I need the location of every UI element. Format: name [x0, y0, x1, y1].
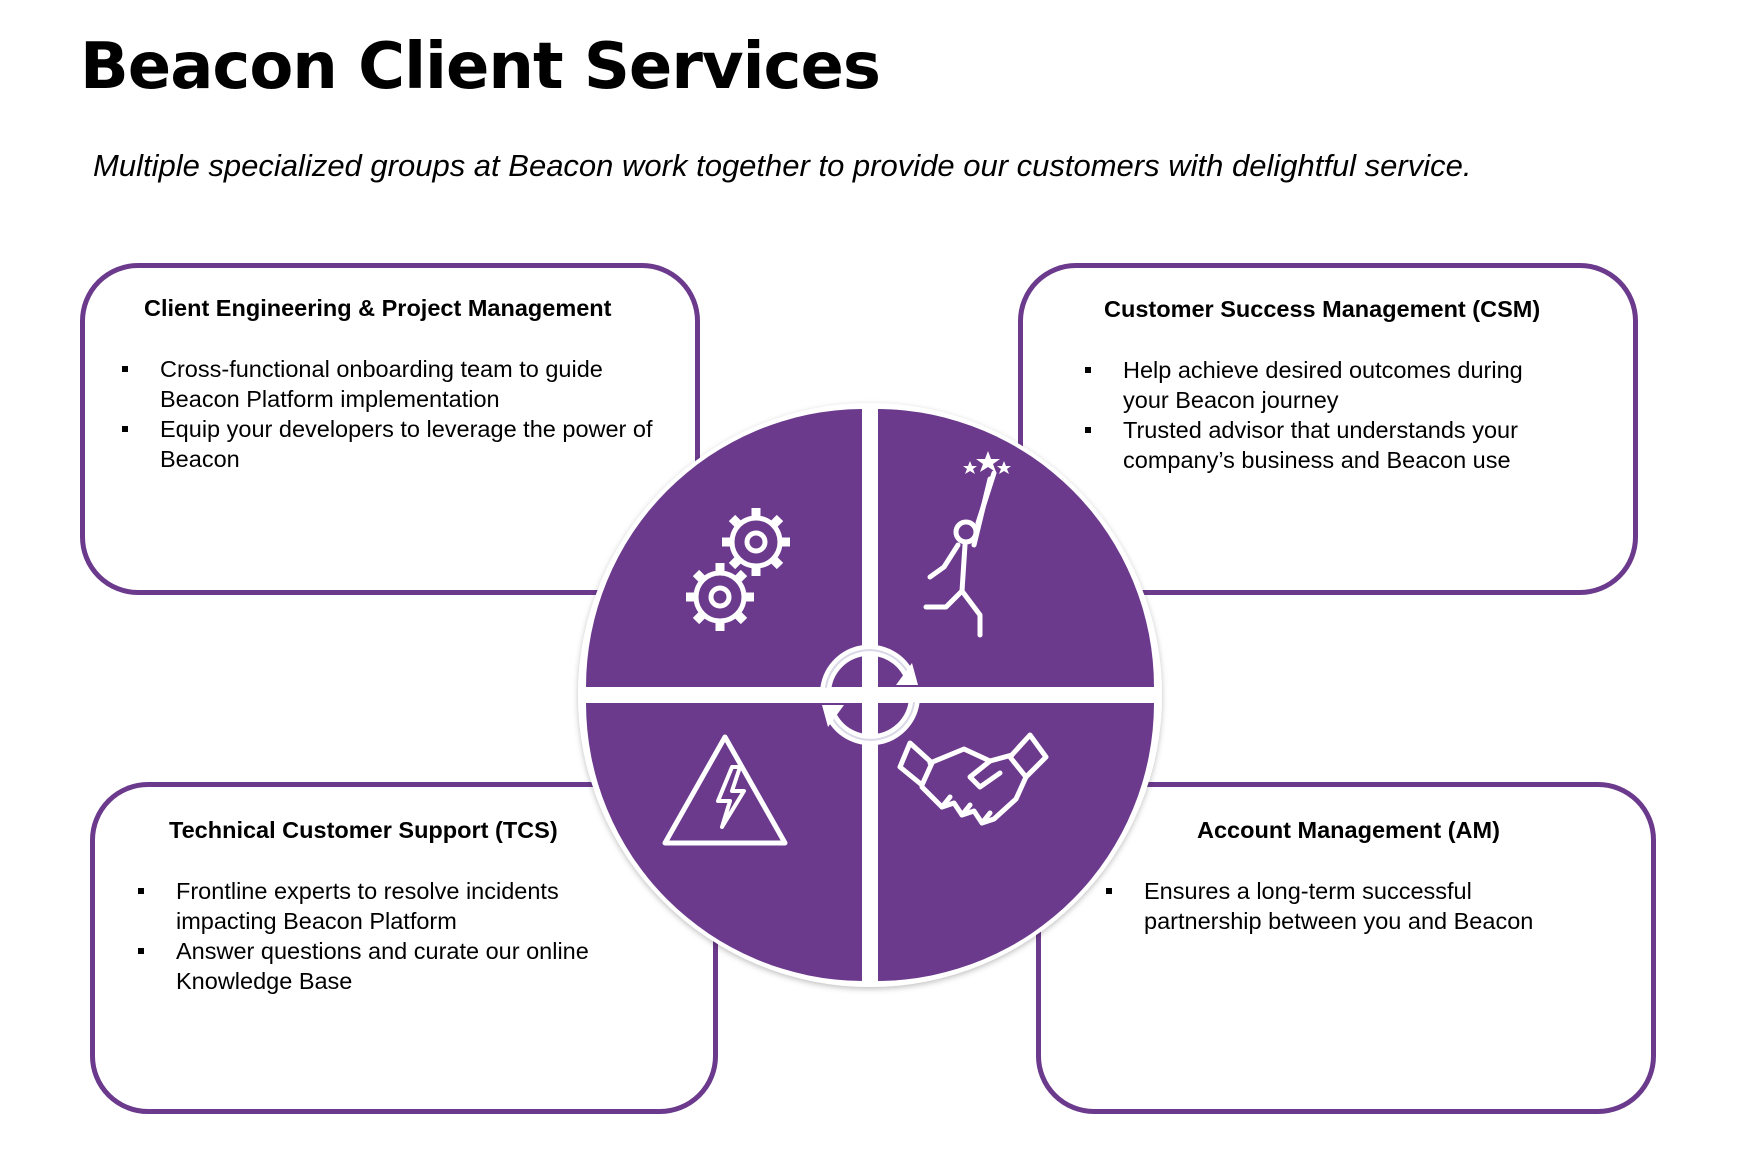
- person-reaching-stars-icon: [923, 451, 1011, 638]
- wheel-quadrant-bottom-right: [878, 703, 1154, 981]
- card-technical-support: [90, 782, 718, 1114]
- card-client-engineering: [80, 263, 700, 595]
- list-item: Trusted advisor that understands your co…: [1085, 415, 1550, 475]
- cycle-arrows-icon: [820, 644, 920, 746]
- card-title-account-management: Account Management (AM): [1197, 817, 1500, 843]
- card-bullets-customer-success: Help achieve desired outcomes during you…: [1085, 355, 1550, 475]
- services-wheel: [578, 403, 1162, 987]
- card-bullets-technical-support: Frontline experts to resolve incidents i…: [138, 876, 608, 996]
- card-title-customer-success: Customer Success Management (CSM): [1104, 296, 1541, 322]
- card-bullets-account-management: Ensures a long-term successful partnersh…: [1106, 876, 1586, 936]
- gears-icon: [686, 508, 790, 631]
- handshake-icon: [897, 732, 1049, 826]
- page-subtitle: Multiple specialized groups at Beacon wo…: [93, 148, 1472, 183]
- card-bullets-client-engineering: Cross-functional onboarding team to guid…: [122, 354, 677, 474]
- wheel-quadrant-top-right: [878, 409, 1154, 687]
- list-item: Equip your developers to leverage the po…: [122, 414, 677, 474]
- list-item: Frontline experts to resolve incidents i…: [138, 876, 608, 936]
- list-item: Help achieve desired outcomes during you…: [1085, 355, 1550, 415]
- card-title-client-engineering: Client Engineering & Project Management: [144, 295, 612, 321]
- list-item: Answer questions and curate our online K…: [138, 936, 608, 996]
- list-item: Ensures a long-term successful partnersh…: [1106, 876, 1586, 936]
- list-item: Cross-functional onboarding team to guid…: [122, 354, 677, 414]
- card-customer-success: [1018, 263, 1638, 595]
- warning-lightning-icon: [662, 734, 788, 846]
- wheel-quadrant-top-left: [586, 409, 862, 687]
- page-title: Beacon Client Services: [80, 30, 881, 104]
- card-account-management: [1036, 782, 1656, 1114]
- card-title-technical-support: Technical Customer Support (TCS): [169, 817, 558, 843]
